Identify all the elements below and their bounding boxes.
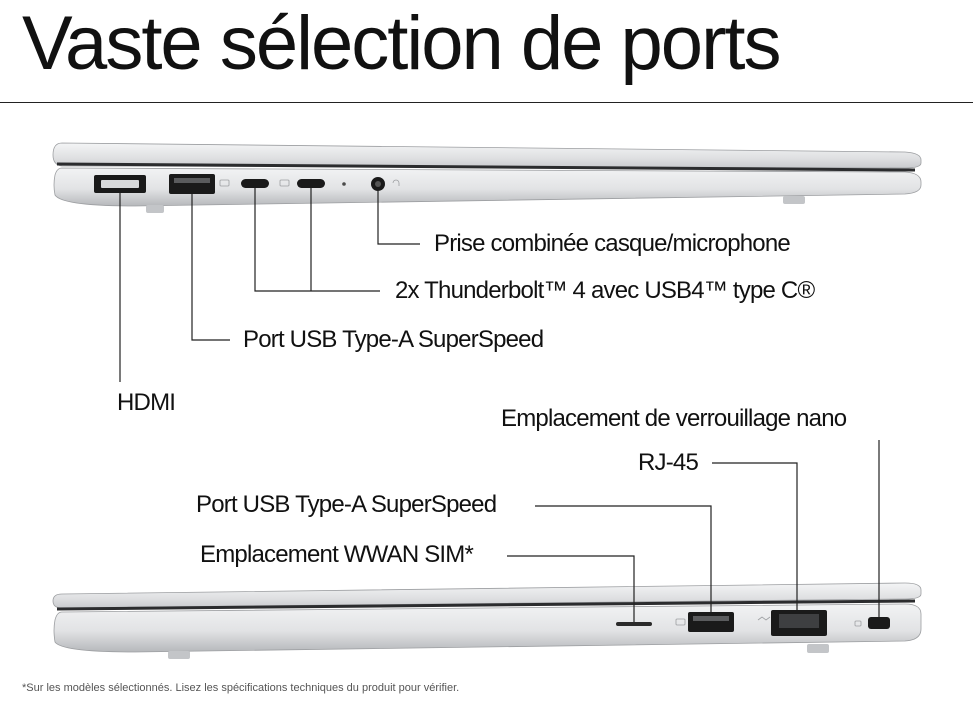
led-indicator <box>342 182 346 186</box>
footnote: *Sur les modèles sélectionnés. Lisez les… <box>22 682 460 694</box>
wwan-sim-slot <box>616 622 652 626</box>
laptop-left-side <box>52 142 922 213</box>
thunderbolt-port-2 <box>297 179 325 188</box>
label-hdmi: HDMI <box>117 389 176 416</box>
label-nano-lock: Emplacement de verrouillage nano <box>501 405 847 432</box>
label-audio-jack: Prise combinée casque/microphone <box>434 230 791 257</box>
label-usb-a-top: Port USB Type-A SuperSpeed <box>243 326 544 353</box>
label-rj45: RJ-45 <box>638 449 699 476</box>
usb-a-port-left <box>169 174 215 194</box>
usb-a-port-right <box>688 612 734 632</box>
label-thunderbolt: 2x Thunderbolt™ 4 avec USB4™ type C® <box>395 277 815 304</box>
nano-lock-slot <box>868 617 890 629</box>
label-usb-a-bottom: Port USB Type-A SuperSpeed <box>196 491 497 518</box>
label-wwan-sim: Emplacement WWAN SIM* <box>200 541 474 568</box>
thunderbolt-port-1 <box>241 179 269 188</box>
title-divider <box>0 102 973 103</box>
bottom-leader-lines <box>507 440 880 622</box>
laptop-right-side <box>52 582 922 659</box>
top-leader-lines <box>119 188 420 382</box>
page-title: Vaste sélection de ports <box>22 1 781 86</box>
